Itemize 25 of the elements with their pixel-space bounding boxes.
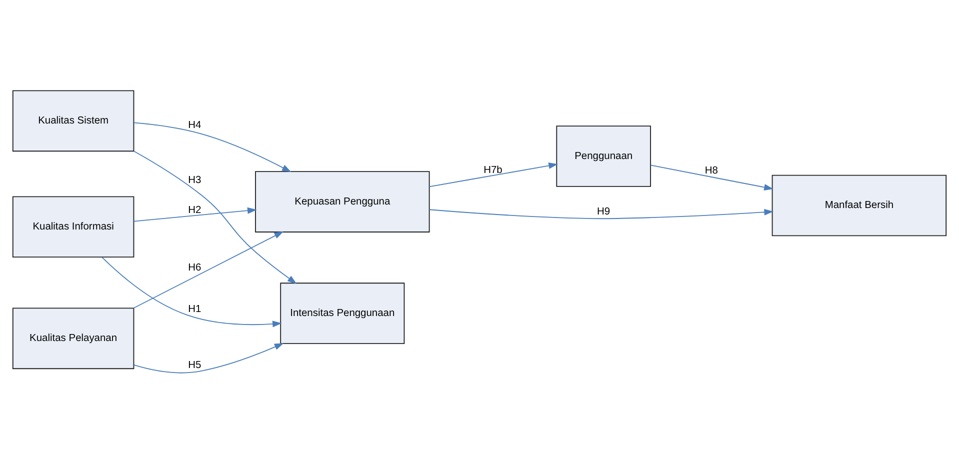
edge-label: H6 [188, 262, 202, 273]
edge-label: H1 [188, 304, 202, 315]
arrow [428, 208, 774, 219]
node-box: Kualitas Informasi [12, 196, 134, 258]
node-box: Kualitas Sistem [12, 90, 134, 152]
arrow [102, 256, 282, 327]
edge-label: H7b [484, 164, 502, 176]
edge-label: H9 [597, 206, 610, 218]
node-box: Kepuasan Pengguna [255, 170, 430, 232]
edge-label: H8 [704, 165, 718, 176]
edge-label: H2 [188, 204, 202, 216]
arrow [133, 342, 284, 373]
arrow [133, 230, 284, 308]
node-box: Manfaat Bersih [772, 174, 947, 236]
edge-label: H4 [188, 120, 202, 131]
edge-label: H3 [188, 174, 202, 186]
arrow [133, 150, 297, 284]
node-box: Kualitas Pelayanan [12, 307, 134, 369]
edge-label: H5 [188, 359, 202, 370]
arrow [134, 122, 292, 172]
arrow [133, 206, 257, 222]
arrow [428, 162, 558, 187]
arrow [650, 164, 774, 190]
node-box: Penggunaan [556, 125, 651, 186]
node-box: Intensitas Penggunaan [280, 282, 405, 344]
